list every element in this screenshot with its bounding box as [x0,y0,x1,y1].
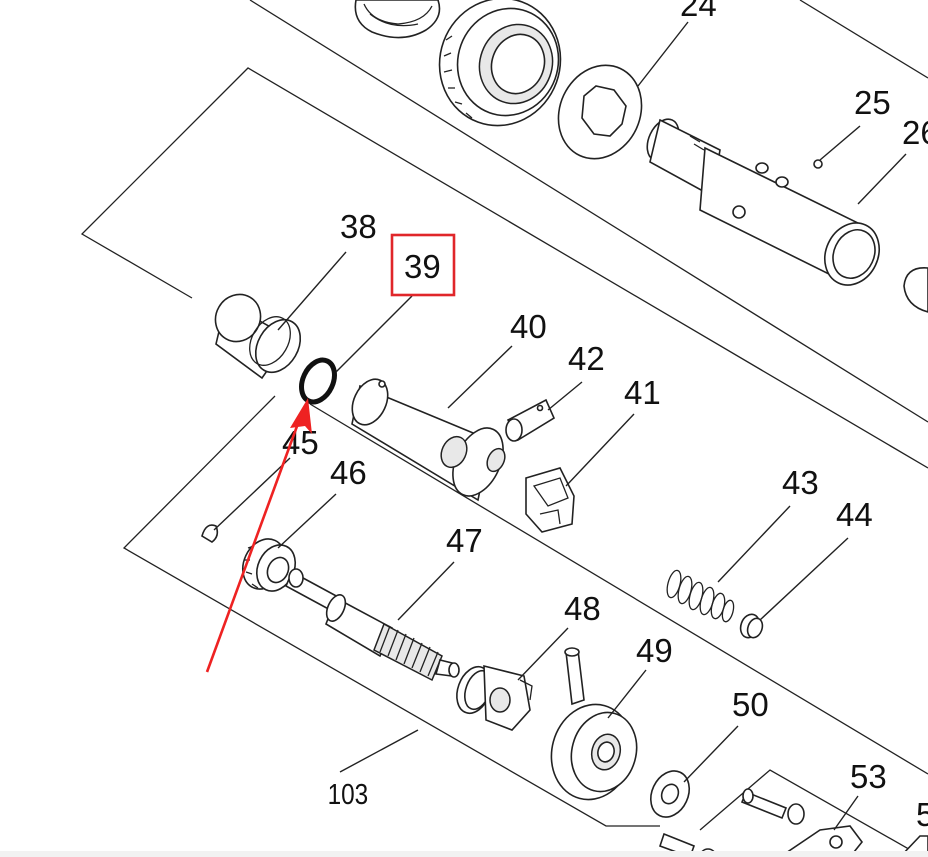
bottom-strip [0,851,928,857]
part-label-44: 44 [836,496,873,533]
part-label-42: 42 [568,340,605,377]
part-26-shaft [646,118,880,286]
part-46-gear [242,538,297,592]
part-label-38: 38 [340,208,377,245]
part-50-washer [649,770,691,818]
part-label-50: 50 [732,686,769,723]
part-label-46: 46 [330,454,367,491]
part-label-25: 25 [854,84,891,121]
part-label-49: 49 [636,632,673,669]
part-53-plate [778,825,864,857]
bottom-pin-parts [740,788,805,825]
part-label-47: 47 [446,522,483,559]
assembly-frame-lines [80,0,928,857]
part-48-cam [456,664,533,731]
part-41-bracket [525,467,575,533]
part-39-oring [299,357,337,405]
part-44-cap [739,613,764,639]
part-labels: 24 25 26 38 39 40 41 42 43 44 45 46 47 4… [282,0,928,833]
highlight-box-39 [390,233,456,297]
part-label-5: 5 [916,796,928,833]
part-40-sleeve [351,378,506,502]
part-45-clip [201,524,219,543]
spring-top [354,0,441,39]
part-label-43: 43 [782,464,819,501]
part-24-plate [557,64,643,160]
part-38-cap [214,293,302,380]
part-43-spring [666,569,735,623]
part-label-45: 45 [282,424,319,461]
part-25-ball [813,159,823,169]
leader-lines [213,21,907,831]
part-label-48: 48 [564,590,601,627]
part-label-41: 41 [624,374,661,411]
part-label-26: 26 [902,114,928,151]
part-label-24: 24 [680,0,717,23]
part-42-pin [505,398,556,442]
part-label-39: 39 [404,248,441,285]
part-49-lever [550,647,638,801]
part-label-53: 53 [850,758,887,795]
right-edge-part [903,267,928,313]
part-47-shaft [284,568,460,682]
part-label-40: 40 [510,308,547,345]
gear-ring [438,0,562,127]
assembly-label-103: 103 [328,778,369,810]
red-arrow [205,398,312,673]
